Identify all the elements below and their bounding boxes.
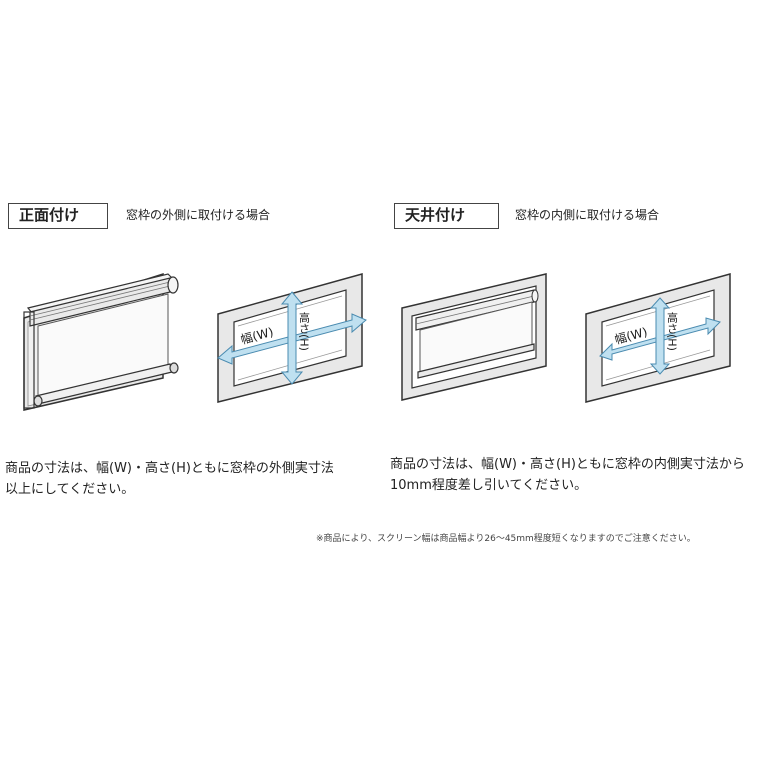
front-mount-description: 窓枠の外側に取付ける場合 bbox=[126, 208, 271, 222]
front-mount-blind-illustration bbox=[23, 272, 179, 411]
ceiling-mount-label: 天井付け bbox=[394, 203, 499, 229]
front-note-line2: 以上にしてください。 bbox=[5, 482, 135, 497]
front-note-line1: 商品の寸法は、幅(W)・高さ(H)ともに窓枠の外側実寸法 bbox=[5, 461, 334, 476]
ceiling-mount-blind-illustration bbox=[401, 273, 547, 401]
footnote: ※商品により、スクリーン幅は商品幅より26～45mm程度短くなりますのでご注意く… bbox=[316, 534, 696, 544]
front-mount-frame-illustration: 幅(W) 高さ(H) bbox=[217, 273, 367, 403]
front-mount-note: 商品の寸法は、幅(W)・高さ(H)ともに窓枠の外側実寸法 以上にしてください。 bbox=[5, 458, 377, 500]
ceiling-note-line1: 商品の寸法は、幅(W)・高さ(H)ともに窓枠の内側実寸法から bbox=[390, 457, 745, 472]
front-mount-label: 正面付け bbox=[8, 203, 108, 229]
front-height-label: 高さ(H) bbox=[298, 311, 311, 351]
ceiling-height-label: 高さ(H) bbox=[666, 311, 679, 351]
ceiling-note-line2: 10mm程度差し引いてください。 bbox=[390, 478, 588, 493]
ceiling-mount-section: 天井付け 窓枠の内側に取付ける場合 幅(W) 高さ(H) 商品の寸法は、幅(W)… bbox=[384, 0, 768, 520]
front-mount-section: 正面付け 窓枠の外側に取付ける場合 幅(W) 高さ(H) 商品の寸法は、幅 bbox=[0, 0, 384, 520]
ceiling-mount-description: 窓枠の内側に取付ける場合 bbox=[515, 208, 660, 222]
ceiling-mount-note: 商品の寸法は、幅(W)・高さ(H)ともに窓枠の内側実寸法から 10mm程度差し引… bbox=[390, 454, 768, 496]
ceiling-mount-frame-illustration: 幅(W) 高さ(H) bbox=[585, 273, 731, 403]
